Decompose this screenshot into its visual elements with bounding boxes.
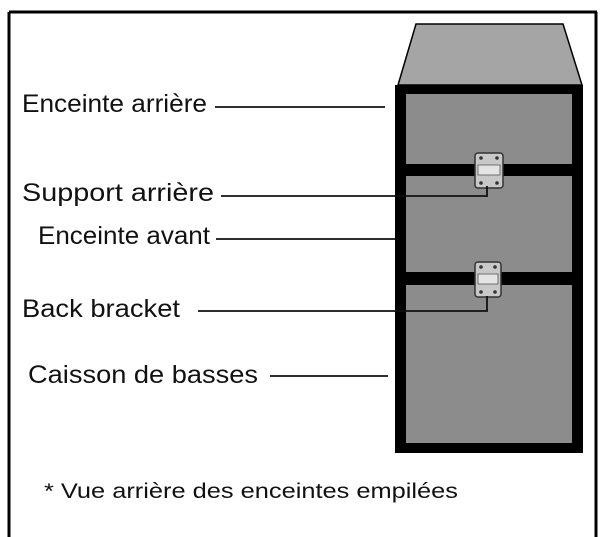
diagram-caption: * Vue arrière des enceintes empilées	[44, 480, 458, 503]
label-front-speaker: Enceinte avant	[38, 222, 210, 250]
front-speaker-panel	[406, 176, 572, 272]
leader-lines	[198, 106, 488, 377]
subwoofer-panel	[406, 285, 572, 443]
speaker-stack	[395, 23, 584, 453]
leader-line-rear-bracket	[221, 186, 488, 197]
label-rear-speaker: Enceinte arrière	[22, 90, 207, 118]
label-subwoofer: Caisson de basses	[28, 361, 258, 389]
stack-top-surface	[396, 23, 584, 86]
label-back-bracket: Back bracket	[22, 295, 180, 323]
rear-bracket-icon	[474, 152, 504, 189]
leader-line-back-bracket	[198, 296, 488, 312]
back-bracket-icon	[474, 261, 502, 298]
label-rear-bracket: Support arrière	[22, 179, 214, 207]
outer-border	[7, 10, 598, 537]
